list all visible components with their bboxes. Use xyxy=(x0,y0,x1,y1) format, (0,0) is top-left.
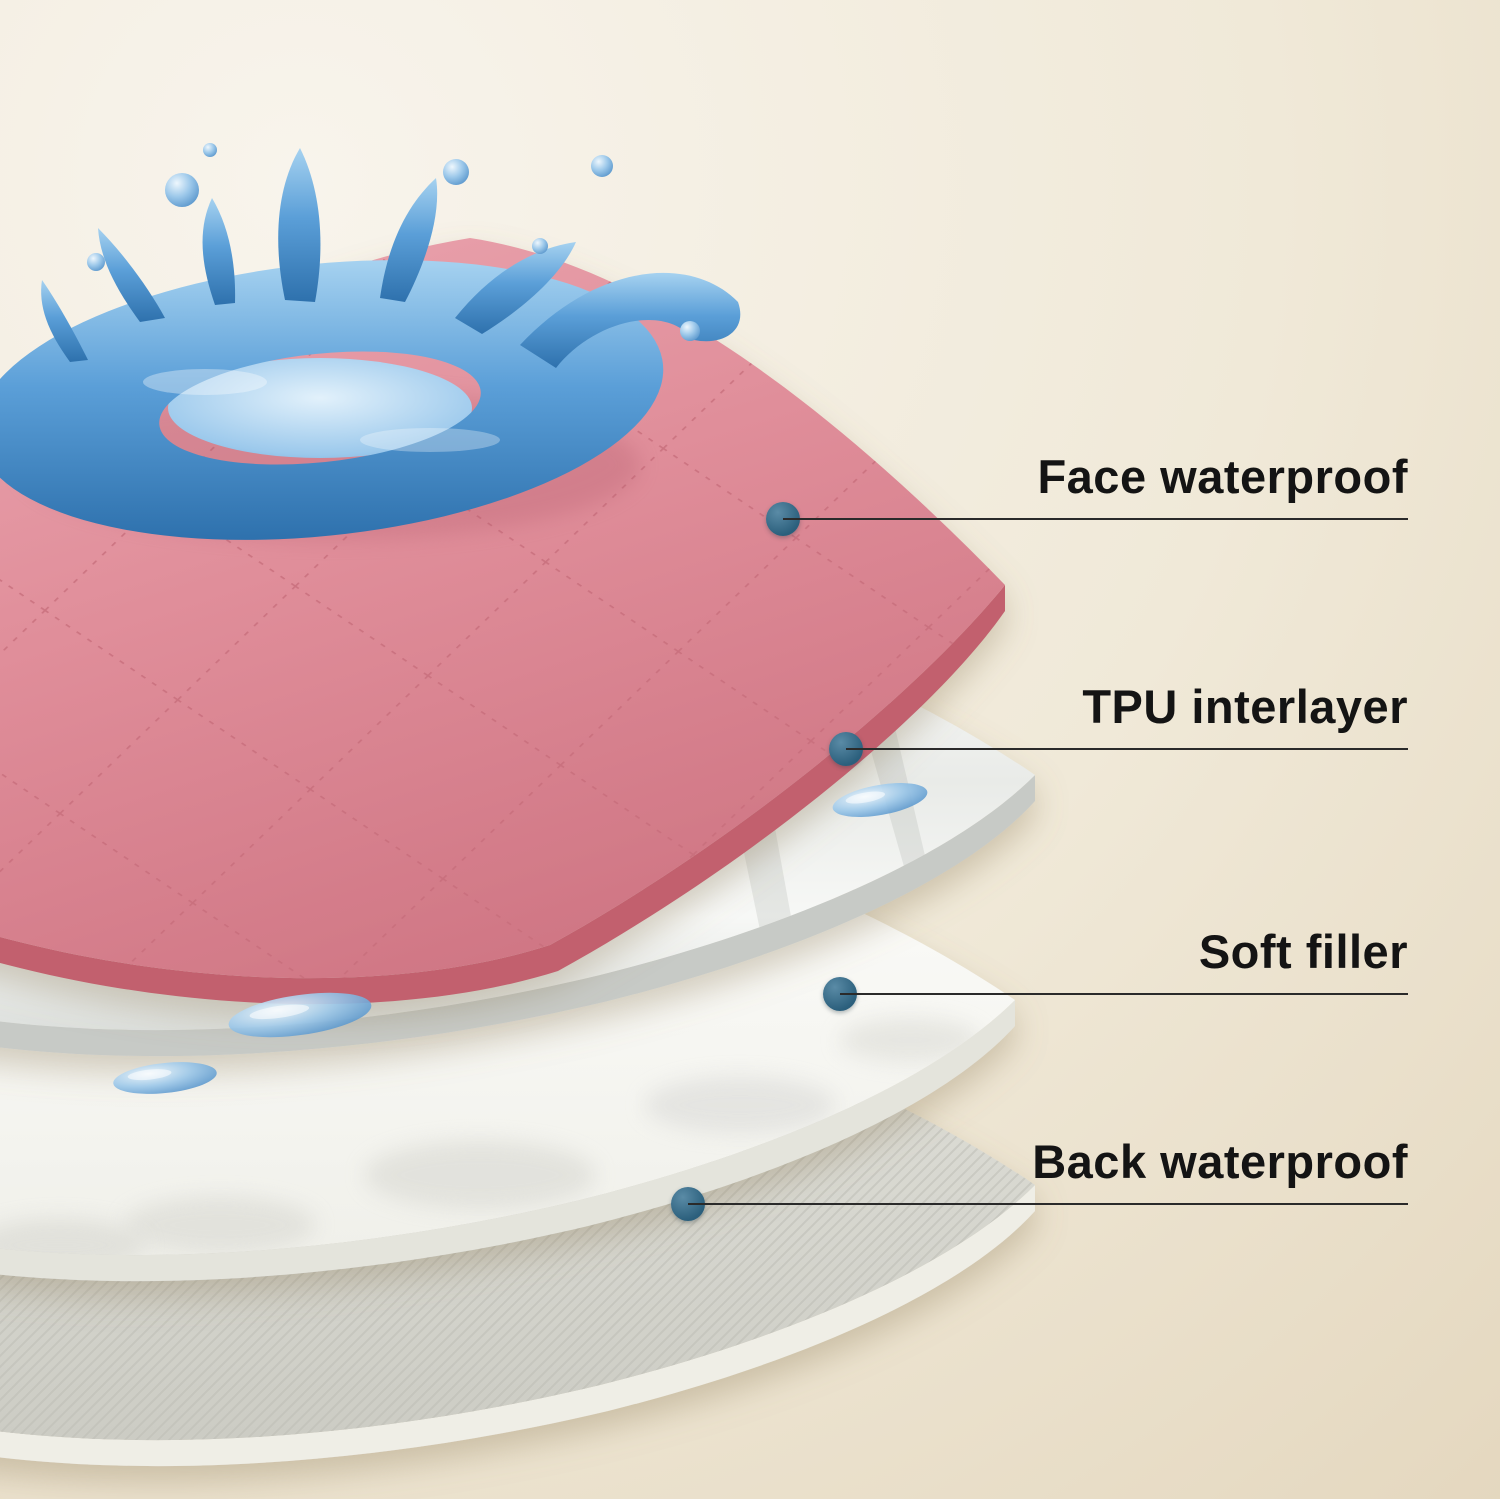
layer-soft-filler xyxy=(0,802,1015,1282)
callout-back-waterproof: Back waterproof xyxy=(671,1115,1408,1221)
soft-filler-leader-line xyxy=(840,993,1408,995)
callout-soft-filler: Soft filler xyxy=(823,905,1408,1011)
callout-face-waterproof: Face waterproof xyxy=(766,430,1408,536)
callout-tpu-interlayer: TPU interlayer xyxy=(829,660,1408,766)
water-droplets-on-layers xyxy=(113,783,928,1094)
back-waterproof-label: Back waterproof xyxy=(1032,1135,1408,1188)
face-waterproof-label: Face waterproof xyxy=(1037,450,1408,503)
soft-filler-label: Soft filler xyxy=(1198,925,1408,978)
tpu-interlayer-leader-line xyxy=(846,748,1408,750)
water-splash xyxy=(0,143,741,540)
filler-fluff-texture xyxy=(0,1018,980,1256)
tpu-interlayer-label: TPU interlayer xyxy=(1082,680,1408,733)
face-waterproof-leader-line xyxy=(783,518,1408,520)
back-waterproof-leader-line xyxy=(688,1203,1408,1205)
